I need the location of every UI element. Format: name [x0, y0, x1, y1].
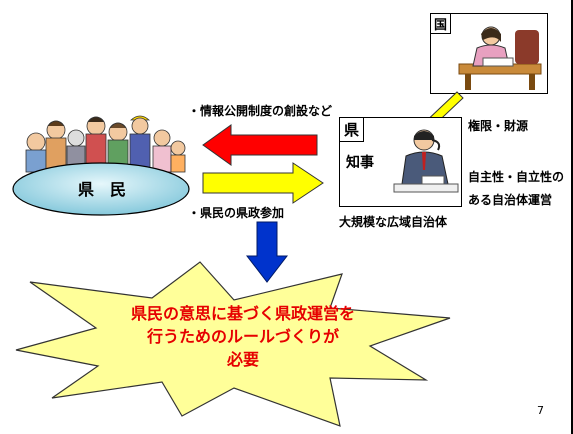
- conclusion-line2: 行うためのルールづくりが: [146, 327, 339, 346]
- national-box: 国: [430, 13, 548, 94]
- governor-illustration: [393, 129, 459, 193]
- authority-label: 権限・財源: [468, 119, 529, 133]
- conclusion-line3: 必要: [226, 350, 259, 369]
- official-at-desk-illustration: [458, 26, 542, 90]
- autonomy-line1: 自主性・自立性の: [468, 170, 565, 184]
- citizens-ellipse: [12, 162, 190, 216]
- info-disclosure-label: ・情報公開制度の創設など: [188, 104, 333, 118]
- governor-label: 知事: [346, 155, 374, 171]
- national-label: 国: [431, 14, 452, 34]
- page-number: 7: [537, 404, 544, 417]
- prefecture-box: 県 知事: [339, 117, 462, 207]
- down-arrow: [245, 221, 289, 283]
- citizen-participation-label: ・県民の県政参加: [188, 206, 285, 220]
- conclusion-text: 県民の意思に基づく県政運営を 行うためのルールづくりが 必要: [108, 302, 378, 371]
- citizens-label: 県 民: [77, 180, 126, 199]
- autonomy-line2: ある自治体運営: [468, 193, 553, 207]
- conclusion-line1: 県民の意思に基づく県政運営を: [130, 304, 355, 323]
- prefecture-label: 県: [340, 118, 365, 142]
- info-disclosure-arrow: [202, 124, 318, 166]
- conclusion-burst: [15, 261, 451, 427]
- citizen-participation-arrow: [202, 162, 324, 204]
- prefecture-caption: 大規模な広域自治体: [339, 215, 448, 229]
